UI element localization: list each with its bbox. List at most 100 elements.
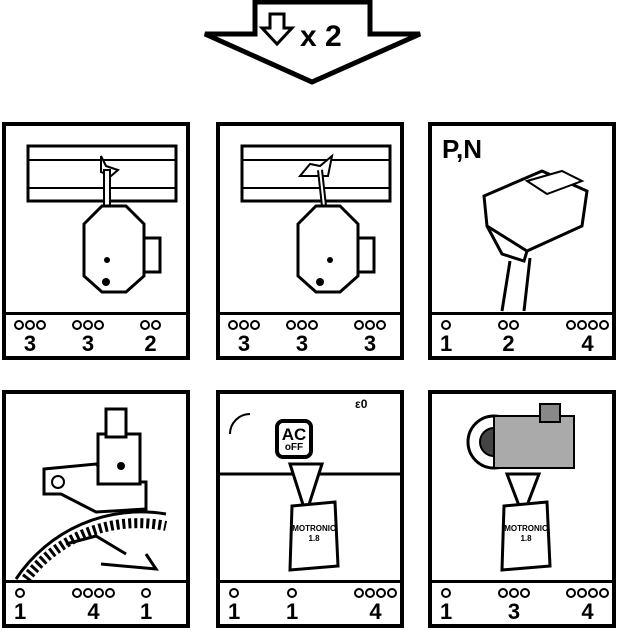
crank-sensor-illustration [6,394,186,584]
pulse-group: 1 [440,317,452,355]
repeat-arrow-header: x 2 [200,0,425,86]
pulse-count: 1 [286,601,298,623]
sequence-footer: 1 1 4 [220,580,400,624]
pulse-group: 3 [286,317,318,355]
pulse-circle-icon [577,320,587,330]
pulse-circle-icon [250,320,260,330]
pulse-circle-icon [105,588,115,598]
pulse-circle-icon [308,320,318,330]
pulse-count: 2 [140,333,161,355]
pulse-group: 1 [228,585,240,623]
pulse-count: 3 [72,333,104,355]
gear-knob-illustration [432,126,612,316]
pulse-circle-icon [509,588,519,598]
pulse-circle-icon [36,320,46,330]
pulse-circle-icon [228,320,238,330]
pulse-circle-icon [566,320,576,330]
pulse-circle-icon [83,588,93,598]
ac-off-label: oFF [279,443,309,453]
pulse-group: 3 [354,317,386,355]
pulse-circle-icon [498,588,508,598]
sequence-footer: 1 3 4 [432,580,612,624]
pulse-circle-icon [83,320,93,330]
pulse-circle-icon [141,588,151,598]
pulse-group: 3 [498,585,530,623]
pulse-circle-icon [376,320,386,330]
ac-compressor-illustration [432,394,612,584]
pulse-group: 4 [72,585,115,623]
pulse-circle-icon [599,588,609,598]
pulse-circle-icon [297,320,307,330]
ac-label: AC [279,426,309,443]
multiplier-text: x 2 [300,20,342,53]
pulse-circle-icon [354,320,364,330]
pulse-circle-icon [441,320,451,330]
pulse-group: 3 [72,317,104,355]
pulse-circle-icon [94,320,104,330]
pulse-circle-icon [441,588,451,598]
pulse-group: 1 [140,585,152,623]
sequence-footer: 3 3 2 [6,312,186,356]
pulse-circle-icon [588,320,598,330]
pulse-circle-icon [25,320,35,330]
pulse-circle-icon [14,320,24,330]
panel-throttle-2: 3 3 3 [216,122,404,360]
pulse-circle-icon [94,588,104,598]
pulse-group: 2 [140,317,161,355]
svg-text:ε0: ε0 [355,397,368,411]
pulse-circle-icon [566,588,576,598]
pulse-count: 1 [228,601,240,623]
pulse-count: 3 [286,333,318,355]
pulse-circle-icon [599,320,609,330]
pulse-circle-icon [239,320,249,330]
pulse-count: 1 [440,601,452,623]
pulse-circle-icon [140,320,150,330]
module-label: MOTRONIC 1.8 [502,524,550,544]
pulse-group: 3 [14,317,46,355]
pulse-circle-icon [72,588,82,598]
pulse-circle-icon [365,320,375,330]
pulse-count: 4 [566,333,609,355]
pulse-count: 4 [566,601,609,623]
pulse-circle-icon [387,588,397,598]
pulse-count: 3 [354,333,386,355]
pulse-count: 3 [498,601,530,623]
pulse-circle-icon [151,320,161,330]
down-arrow-icon: x 2 [200,0,425,86]
throttle-sensor-illustration [220,126,400,316]
pulse-circle-icon [72,320,82,330]
pulse-count: 3 [14,333,46,355]
pulse-circle-icon [509,320,519,330]
pulse-count: 1 [14,601,26,623]
pulse-group: 1 [286,585,298,623]
pulse-circle-icon [365,588,375,598]
pulse-circle-icon [229,588,239,598]
sequence-footer: 1 2 4 [432,312,612,356]
module-label: MOTRONIC 1.8 [290,524,338,544]
throttle-sensor-illustration [6,126,186,316]
pulse-count: 2 [498,333,519,355]
pulse-group: 3 [228,317,260,355]
pulse-group: 1 [440,585,452,623]
pulse-count: 1 [140,601,152,623]
module-version: 1.8 [502,534,550,544]
pulse-circle-icon [376,588,386,598]
pulse-group: 4 [354,585,397,623]
panel-ac-off: ε0 AC oFF MOTRONIC 1.8 1 1 4 [216,390,404,628]
pulse-circle-icon [498,320,508,330]
pulse-count: 4 [72,601,115,623]
pulse-group: 2 [498,317,519,355]
pulse-count: 4 [354,601,397,623]
pulse-count: 1 [440,333,452,355]
module-name: MOTRONIC [502,524,550,534]
pulse-group: 4 [566,317,609,355]
module-version: 1.8 [290,534,338,544]
panel-crank-sensor: 1 4 1 [2,390,190,628]
pulse-count: 3 [228,333,260,355]
pulse-circle-icon [354,588,364,598]
ac-off-button-icon: AC oFF [275,419,313,459]
pulse-circle-icon [286,320,296,330]
pulse-circle-icon [15,588,25,598]
module-name: MOTRONIC [290,524,338,534]
